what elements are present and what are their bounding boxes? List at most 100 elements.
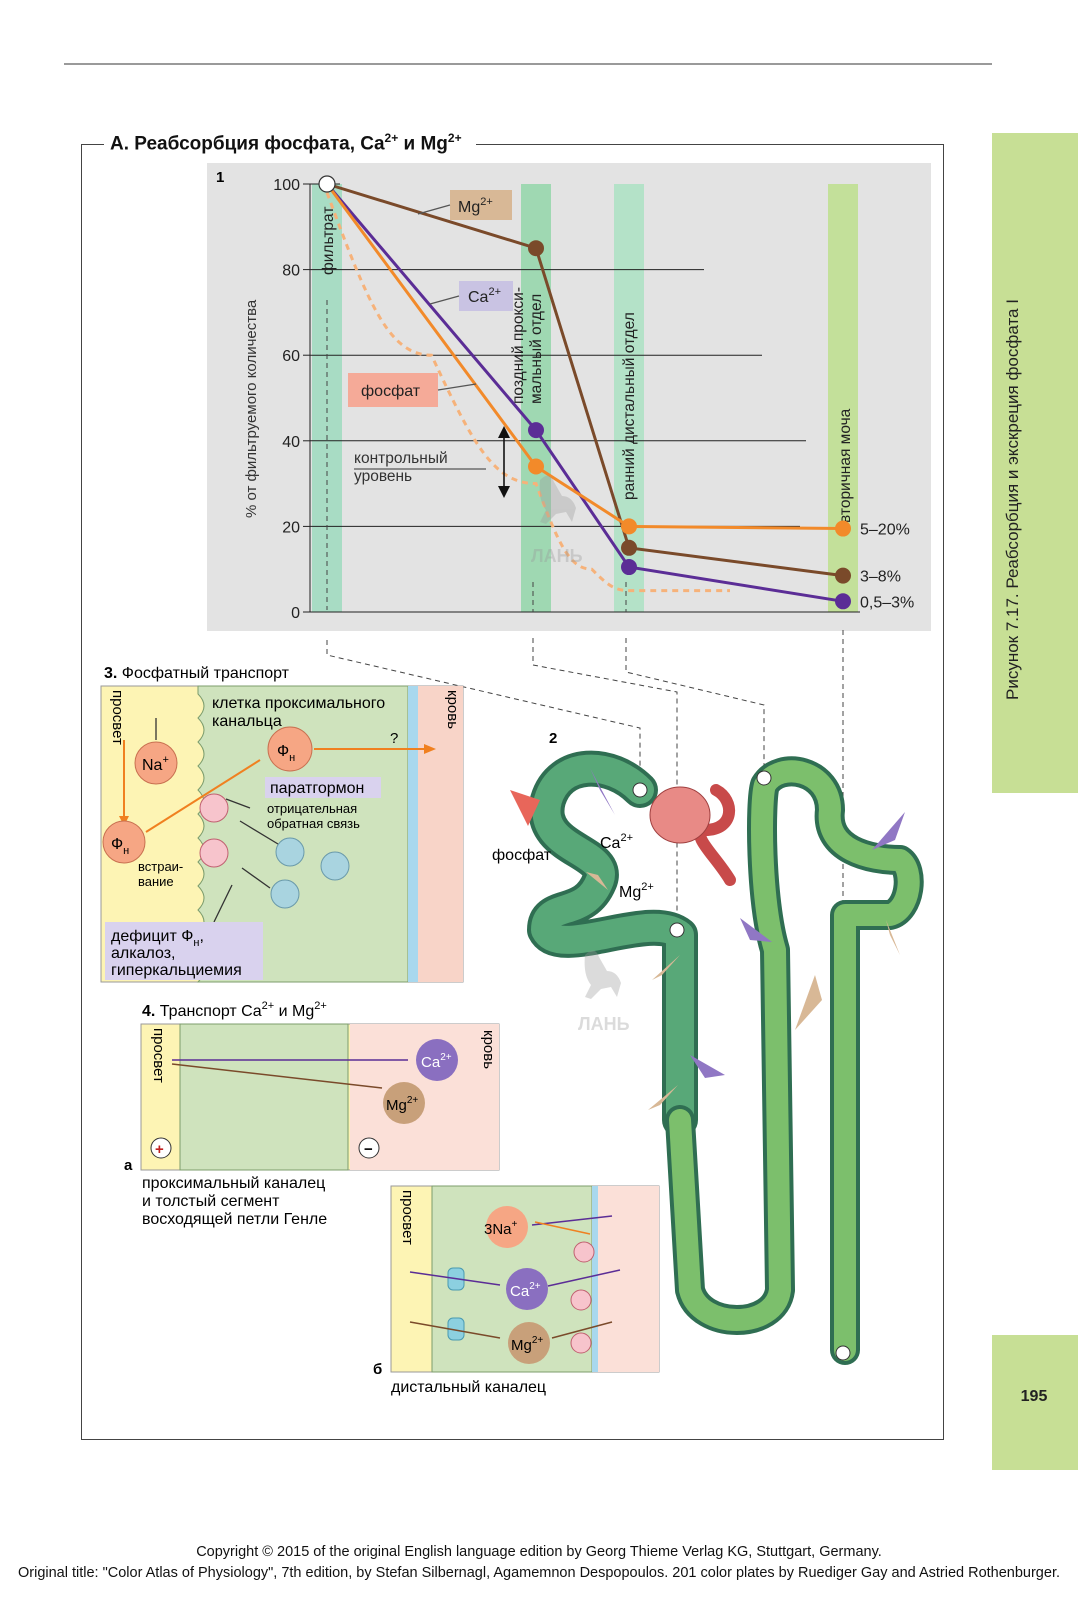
ca-arrow-icon bbox=[690, 1055, 725, 1078]
category-label: вторичная моча bbox=[837, 408, 854, 523]
panel4b-lumen-label: просвет bbox=[399, 1190, 416, 1245]
deficit-box bbox=[105, 922, 263, 980]
magnesium-ion-b bbox=[508, 1322, 550, 1364]
positive-charge-icon bbox=[150, 1137, 172, 1159]
endocytosis-arrow bbox=[241, 867, 271, 889]
unknown-transport: ? bbox=[390, 730, 398, 747]
deficit-line2: алкалоз, bbox=[111, 945, 176, 962]
category-label: ранний дистальный отдел bbox=[621, 312, 638, 500]
ca-arrow-icon bbox=[872, 812, 905, 850]
chart-panel-label: 1 bbox=[216, 169, 224, 186]
series-label-box bbox=[348, 373, 438, 407]
pth-label: паратгормон bbox=[270, 780, 364, 797]
arrow-head-icon bbox=[498, 486, 510, 498]
category-label: поздний прокси- bbox=[510, 287, 527, 404]
mg-label-a: Mg2+ bbox=[386, 1095, 418, 1114]
data-point bbox=[621, 539, 637, 556]
mg-paracellular-arrow bbox=[171, 1063, 383, 1089]
deficit-line3: гиперкальциемия bbox=[111, 962, 242, 979]
nephron-ca-label: Ca2+ bbox=[600, 832, 633, 852]
panel3-title: 3. Фосфатный транспорт bbox=[104, 665, 290, 682]
category-band bbox=[312, 184, 342, 612]
cell-label-line2: канальца bbox=[212, 713, 282, 730]
na-entry-arrow bbox=[534, 1221, 591, 1235]
mg-arrow-icon bbox=[652, 955, 680, 980]
control-level-curve bbox=[325, 192, 730, 593]
page-tab bbox=[992, 1335, 1078, 1470]
nephron-illustration: 2 фосфат Ca2+ Mg2+ ЛАНЬ bbox=[492, 730, 924, 1365]
phosphate-transport-panel: 3. Фосфатный транспорт просвет кровь кле… bbox=[100, 665, 464, 983]
interstitium bbox=[408, 686, 418, 982]
exchanger-icon bbox=[573, 1241, 595, 1263]
lumen-label: просвет bbox=[109, 690, 126, 745]
neg-feedback-line2: обратная связь bbox=[267, 816, 360, 831]
vesicle-icon bbox=[320, 851, 350, 881]
filtrate-marker bbox=[632, 782, 648, 798]
panel4a-caption-line3: восходящей петли Генле bbox=[142, 1211, 327, 1228]
ca-label-b: Ca2+ bbox=[510, 1281, 541, 1300]
insertion-line2: вание bbox=[138, 874, 174, 889]
watermark-text: ЛАНЬ bbox=[531, 546, 583, 566]
pump-icon bbox=[570, 1289, 592, 1311]
urine-marker bbox=[835, 1345, 851, 1361]
endocytosis-arrow bbox=[239, 820, 279, 845]
phosphate-lumen-label: Фн bbox=[111, 836, 129, 857]
figure-frame bbox=[81, 144, 944, 1440]
pi-uptake-arrow bbox=[145, 759, 261, 833]
y-tick-label: 40 bbox=[282, 434, 300, 451]
cell-label-line1: клетка проксимального bbox=[212, 695, 385, 712]
y-tick-label: 20 bbox=[282, 519, 300, 536]
copyright-line2: Original title: "Color Atlas of Physiolo… bbox=[17, 1565, 1060, 1581]
na-label-b: 3Na+ bbox=[484, 1219, 518, 1238]
end-value-label: 0,5–3% bbox=[860, 594, 914, 611]
top-rule bbox=[64, 63, 992, 65]
panel4a-caption-line1: проксимальный каналец bbox=[142, 1175, 325, 1192]
series-label: фосфат bbox=[361, 383, 421, 400]
watermark-text: ЛАНЬ bbox=[578, 1014, 630, 1034]
page-number: 195 bbox=[1020, 1388, 1048, 1405]
data-point bbox=[528, 458, 544, 475]
panel4a-lumen-label: просвет bbox=[150, 1028, 167, 1083]
series-label-box bbox=[459, 281, 513, 311]
series-label-box bbox=[450, 190, 512, 220]
data-point bbox=[621, 518, 637, 535]
arrow-head-icon bbox=[498, 426, 510, 438]
transporter-icon bbox=[199, 793, 229, 823]
section-title: А. Реабсорбция фосфата, Ca2+ и Mg2+ bbox=[104, 131, 476, 156]
series-label: Ca2+ bbox=[468, 286, 501, 306]
arrow-head-icon bbox=[424, 744, 436, 754]
data-point bbox=[835, 520, 851, 537]
phosphate-ion-cell bbox=[267, 726, 313, 772]
category-label: фильтрат bbox=[320, 207, 337, 275]
y-tick-label: 0 bbox=[291, 605, 300, 622]
side-tab bbox=[992, 133, 1078, 793]
sodium-label: Na+ bbox=[142, 754, 169, 774]
pump-icon bbox=[570, 1332, 592, 1354]
end-value-label: 3–8% bbox=[860, 569, 901, 586]
data-point bbox=[318, 175, 336, 193]
series-line bbox=[325, 183, 844, 603]
data-point bbox=[835, 593, 851, 610]
y-tick-label: 60 bbox=[282, 348, 300, 365]
mg-arrow-icon bbox=[795, 975, 822, 1030]
data-point bbox=[835, 567, 851, 584]
watermark-logo: ЛАНЬ bbox=[578, 950, 630, 1034]
category-label: мальный отдел bbox=[528, 294, 545, 404]
series-line bbox=[326, 182, 844, 578]
series-label-leader bbox=[437, 383, 477, 391]
series-label: Mg2+ bbox=[458, 196, 493, 216]
early-distal-marker bbox=[756, 770, 772, 786]
blood-zone-b bbox=[598, 1186, 659, 1372]
feedback-arrow bbox=[225, 798, 251, 809]
control-label-line2: уровень bbox=[354, 468, 412, 485]
y-axis-label: % от фильтруемого количества bbox=[243, 299, 260, 518]
nephron-phosphate-label: фосфат bbox=[492, 847, 552, 864]
ca-exit-arrow bbox=[547, 1269, 621, 1287]
mg-arrow-icon bbox=[586, 872, 608, 890]
plus-sign: + bbox=[155, 1141, 164, 1158]
blood-label: кровь bbox=[444, 690, 461, 729]
mg-exit-arrow bbox=[551, 1321, 613, 1339]
panel4a-label: а bbox=[124, 1157, 133, 1174]
panel4b-label: б bbox=[373, 1361, 382, 1378]
pth-box bbox=[265, 777, 381, 798]
